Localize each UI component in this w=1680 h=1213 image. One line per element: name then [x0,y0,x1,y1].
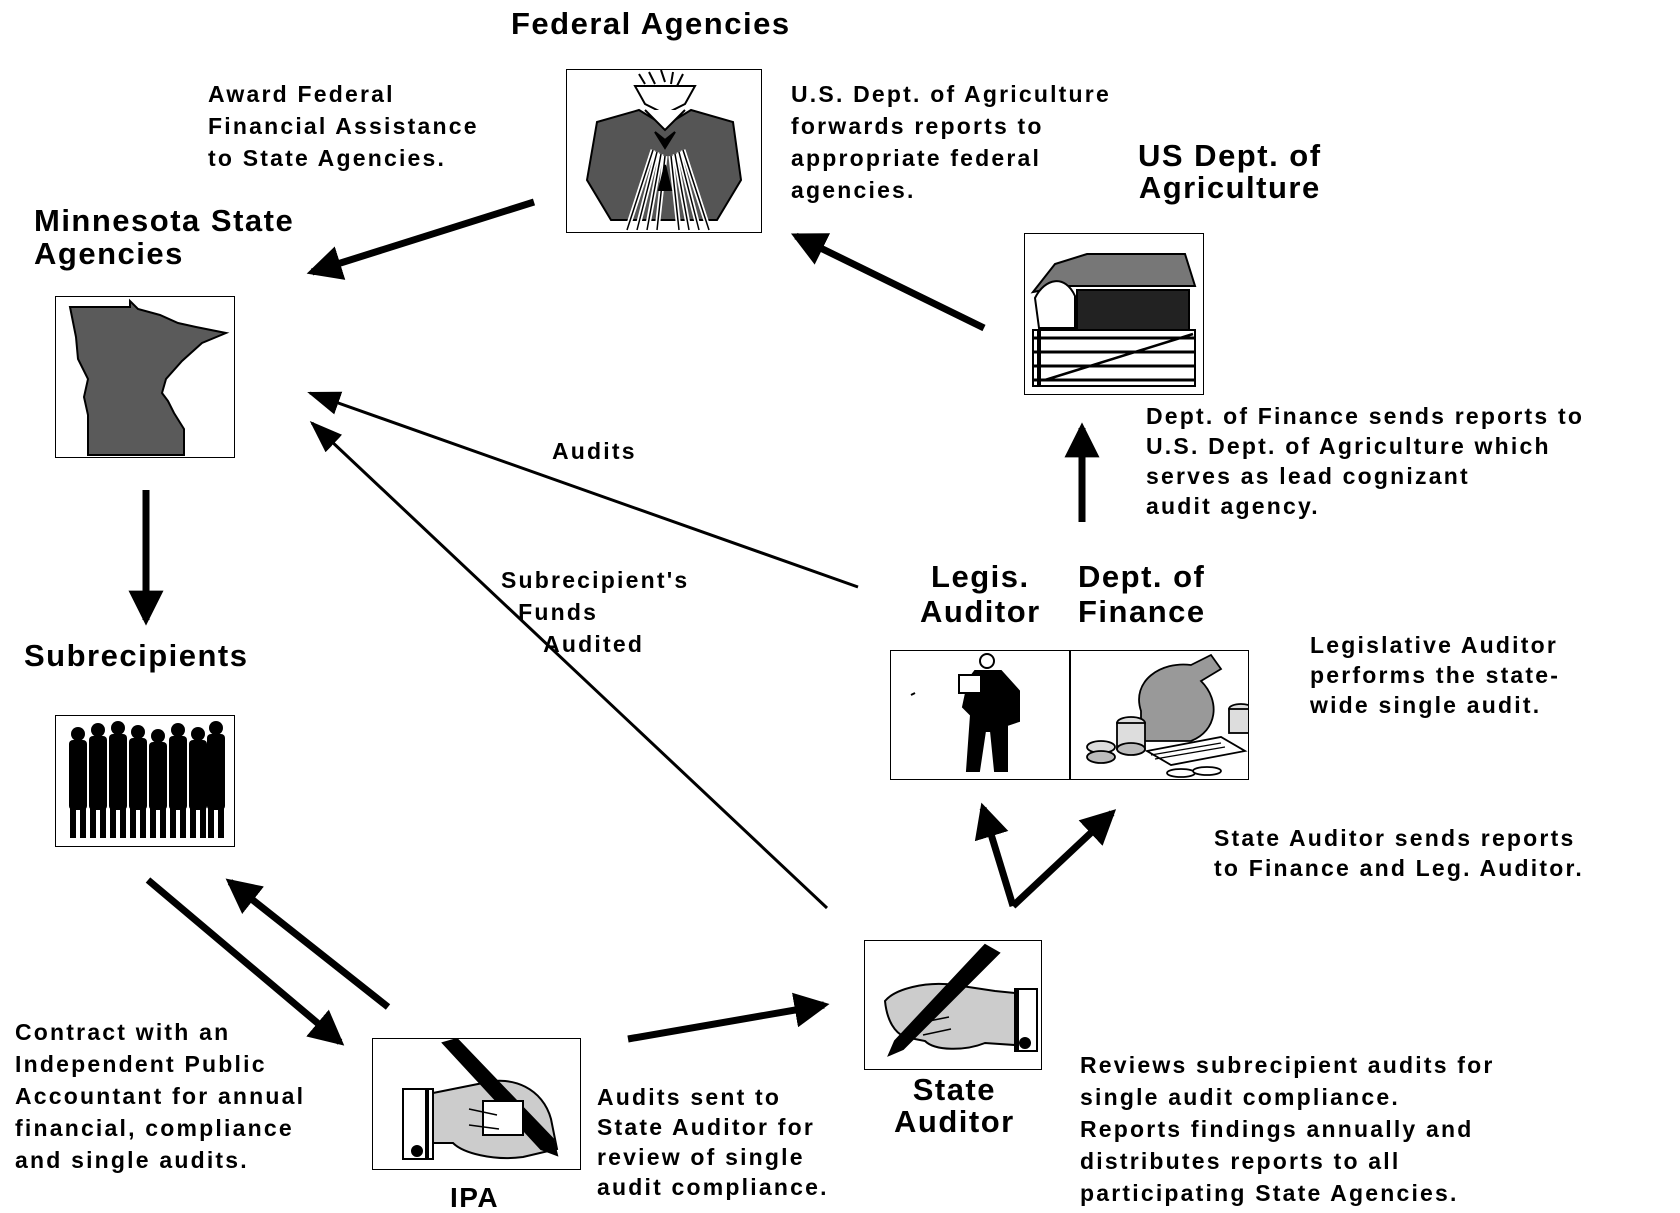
official-figure-icon [585,69,743,231]
auditor-figure-icon [910,653,1020,772]
federal-agencies-box [566,69,762,233]
box-divider [1069,651,1071,779]
hand-pencil-icon [402,1037,559,1160]
arrow-federal-to-minnesota [306,198,536,280]
audits-label: Audits [552,438,637,464]
arrow-subrecipients-to-ipa [145,877,345,1046]
arrow-state-auditor-to-legis-auditor [974,802,1017,908]
usda-box [1024,233,1204,395]
federal-agencies-title: Federal Agencies [511,6,791,41]
state-auditor-title: State Auditor [894,1072,1015,1139]
barn-icon [1030,253,1197,387]
arrow-ipa-to-state-auditor [627,992,830,1043]
arrow-legis-audits-minnesota [307,391,859,589]
minnesota-agencies-box [55,296,235,458]
finance-sends-note: Dept. of Finance sends reports to U.S. D… [1146,403,1585,519]
dept-finance-title: Dept. of Finance [1078,559,1206,629]
minnesota-agencies-title: Minnesota State Agencies [34,203,295,271]
crowd-icon [69,721,225,838]
subrecipients-title: Subrecipients [24,638,249,673]
minnesota-map-icon [68,298,230,456]
award-note: Award Federal Financial Assistance to St… [208,81,479,171]
arrow-ipa-to-subrecipients [225,878,391,1010]
legis-finance-box [890,650,1249,780]
usda-title: US Dept. of Agriculture [1138,138,1322,205]
subrecipient-funds-label: Subrecipient's Funds Audited [501,567,690,657]
arrow-state-auditor-to-minnesota [309,420,829,910]
reviews-note: Reviews subrecipient audits for single a… [1080,1052,1495,1206]
state-auditor-box [864,940,1042,1070]
legislative-performs-note: Legislative Auditor performs the state- … [1310,632,1561,718]
arrow-usda-to-federal [790,232,986,332]
contract-note: Contract with an Independent Public Acco… [15,1019,306,1173]
state-sends-note: State Auditor sends reports to Finance a… [1214,825,1584,881]
subrecipients-box [55,715,235,847]
money-bag-icon [1086,653,1248,778]
arrow-state-auditor-to-finance [1010,809,1117,909]
legis-auditor-title: Legis. Auditor [920,559,1041,629]
ipa-box [372,1037,581,1170]
usda-forwards-note: U.S. Dept. of Agriculture forwards repor… [791,81,1111,203]
audits-sent-note: Audits sent to State Auditor for review … [597,1084,829,1200]
ipa-title: IPA [450,1182,500,1213]
hand-pencil-icon [883,943,1038,1057]
